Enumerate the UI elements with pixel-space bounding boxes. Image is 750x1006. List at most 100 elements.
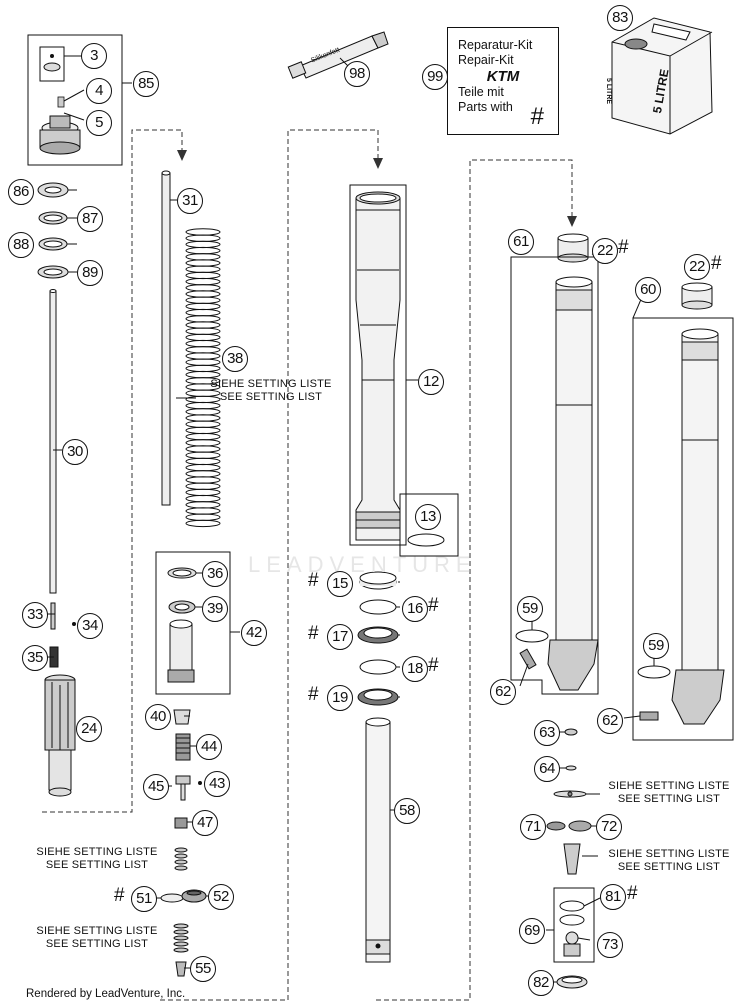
spring-coil (185, 240, 221, 249)
callout-73[interactable]: 73 (597, 932, 623, 958)
small-parts-40-55 (160, 709, 207, 977)
spring-coil (185, 470, 221, 478)
callout-39[interactable]: 39 (202, 596, 228, 622)
callout-69[interactable]: 69 (519, 918, 545, 944)
spring-coil (185, 463, 221, 472)
callout-51[interactable]: 51 (131, 886, 157, 912)
callout-31[interactable]: 31 (177, 188, 203, 214)
oil-can-83 (611, 17, 713, 135)
seal-stack-15-19 (357, 571, 399, 706)
washers-86-89 (37, 182, 69, 279)
bushing-22 (557, 233, 713, 310)
callout-81[interactable]: 81 (600, 884, 626, 910)
spring-coil (185, 253, 221, 261)
callout-61[interactable]: 61 (508, 229, 534, 255)
callout-22b[interactable]: 22 (684, 254, 710, 280)
callout-60[interactable]: 60 (635, 277, 661, 303)
callout-42[interactable]: 42 (241, 620, 267, 646)
spring-coil (185, 451, 221, 459)
tube-58 (365, 717, 394, 963)
repair-kit-line2: Repair-Kit (458, 53, 514, 67)
callout-22a[interactable]: 22 (592, 238, 618, 264)
callout-19[interactable]: 19 (327, 685, 353, 711)
spring-coil (185, 277, 221, 286)
callout-24[interactable]: 24 (76, 716, 102, 742)
spring-coil (185, 432, 221, 441)
callout-16[interactable]: 16 (402, 596, 428, 622)
spring-coil (185, 302, 221, 311)
callout-59b[interactable]: 59 (643, 633, 669, 659)
callout-36[interactable]: 36 (202, 561, 228, 587)
callout-62a[interactable]: 62 (490, 679, 516, 705)
setting-note-line1: SIEHE SETTING LISTE (36, 925, 158, 937)
callout-71[interactable]: 71 (520, 814, 546, 840)
spring-coil (185, 265, 221, 273)
callout-30[interactable]: 30 (62, 439, 88, 465)
callout-52[interactable]: 52 (208, 884, 234, 910)
hash-51: # (114, 885, 125, 906)
repair-kit-symbol: # (530, 103, 544, 130)
callout-59a[interactable]: 59 (517, 596, 543, 622)
fork-leg-61 (510, 256, 599, 695)
repair-kit-line1: Reparatur-Kit (458, 38, 533, 52)
hash-16: # (428, 595, 439, 616)
fork-leg-60 (632, 289, 734, 741)
spring-coil (185, 358, 221, 366)
callout-18[interactable]: 18 (402, 656, 428, 682)
callout-15[interactable]: 15 (327, 571, 353, 597)
repair-kit-line4: Parts with (458, 100, 513, 114)
hash-81: # (627, 883, 638, 904)
callout-34[interactable]: 34 (77, 613, 103, 639)
spring-coil (185, 246, 221, 255)
callout-83[interactable]: 83 (607, 5, 633, 31)
callout-99[interactable]: 99 (422, 64, 448, 90)
hash-19: # (308, 684, 319, 705)
callout-17[interactable]: 17 (327, 624, 353, 650)
setting-note-line2: SEE SETTING LIST (617, 861, 721, 873)
callout-4[interactable]: 4 (86, 78, 112, 104)
setting-note-line2: SEE SETTING LIST (45, 938, 149, 950)
spring-coil (185, 476, 221, 484)
callout-98[interactable]: 98 (344, 61, 370, 87)
callout-64[interactable]: 64 (534, 756, 560, 782)
spring-coil (185, 488, 221, 497)
setting-note-line2: SEE SETTING LIST (45, 859, 149, 871)
callout-58[interactable]: 58 (394, 798, 420, 824)
spring-coil (185, 408, 221, 416)
callout-33[interactable]: 33 (22, 602, 48, 628)
callout-5[interactable]: 5 (86, 110, 112, 136)
callout-63[interactable]: 63 (534, 720, 560, 746)
setting-note-spring-38: SIEHE SETTING LISTE SEE SETTING LIST (196, 378, 346, 404)
spring-coil (185, 445, 221, 453)
callout-55[interactable]: 55 (190, 956, 216, 982)
callout-89[interactable]: 89 (77, 260, 103, 286)
spring-coil (185, 370, 221, 379)
spring-coil (185, 519, 221, 528)
spring-coil (185, 482, 221, 490)
spring-coil (185, 352, 221, 360)
callout-88[interactable]: 88 (8, 232, 34, 258)
spring-38 (185, 228, 221, 528)
callout-47[interactable]: 47 (192, 810, 218, 836)
callout-45[interactable]: 45 (143, 774, 169, 800)
repair-kit-line3: Teile mit (458, 85, 504, 99)
callout-40[interactable]: 40 (145, 704, 171, 730)
spring-coil (185, 333, 221, 342)
setting-note-line1: SIEHE SETTING LISTE (36, 846, 158, 858)
callout-43[interactable]: 43 (204, 771, 230, 797)
callout-85[interactable]: 85 (133, 71, 159, 97)
callout-12[interactable]: 12 (418, 369, 444, 395)
callout-35[interactable]: 35 (22, 645, 48, 671)
callout-3[interactable]: 3 (81, 43, 107, 69)
callout-82[interactable]: 82 (528, 970, 554, 996)
callout-13[interactable]: 13 (415, 504, 441, 530)
footer-credit: Rendered by LeadVenture, Inc. (26, 988, 186, 1000)
callout-38[interactable]: 38 (222, 346, 248, 372)
callout-44[interactable]: 44 (196, 734, 222, 760)
callout-62b[interactable]: 62 (597, 708, 623, 734)
callout-86[interactable]: 86 (8, 179, 34, 205)
callout-87[interactable]: 87 (77, 206, 103, 232)
callout-72[interactable]: 72 (596, 814, 622, 840)
